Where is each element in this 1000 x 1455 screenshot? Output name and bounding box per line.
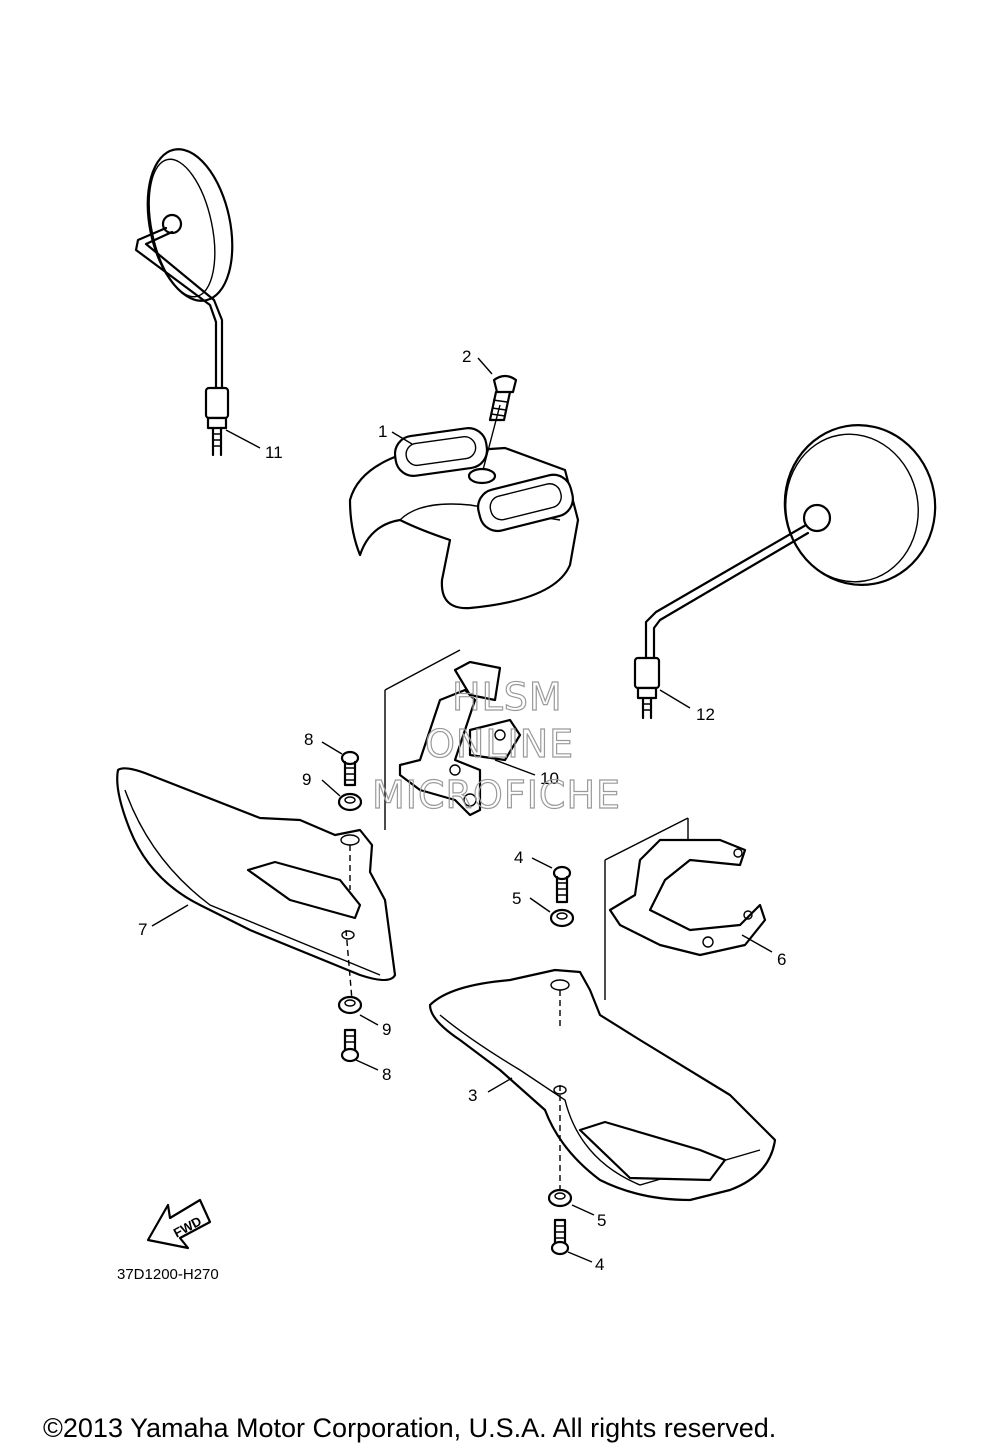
watermark: HLSM ONLINE MICROFICHE <box>371 674 621 817</box>
callout-1: 1 <box>378 422 387 441</box>
callout-4-top: 4 <box>514 848 523 867</box>
callout-10: 10 <box>540 769 559 788</box>
callout-9-bottom: 9 <box>382 1020 391 1039</box>
front-cover <box>348 427 580 610</box>
callout-8-top: 8 <box>304 730 313 749</box>
side-cover-7 <box>116 767 397 1001</box>
bracket-10 <box>384 649 522 830</box>
callout-2: 2 <box>462 347 471 366</box>
watermark-line-2: ONLINE <box>425 722 574 766</box>
bolt-4-bottom <box>550 1218 570 1256</box>
washer-9-top <box>337 792 363 812</box>
callout-5-top: 5 <box>512 889 521 908</box>
diagram-code: 37D1200-H270 <box>117 1266 219 1283</box>
bolt-8-top <box>340 750 360 787</box>
bracket-6 <box>604 817 767 1000</box>
side-cover-3 <box>428 968 777 1202</box>
screw-2 <box>482 374 518 471</box>
leader-lines <box>151 357 773 1263</box>
callout-9-top: 9 <box>302 770 311 789</box>
callout-3: 3 <box>468 1086 477 1105</box>
bolt-8-bottom <box>340 1028 360 1063</box>
callout-6: 6 <box>777 950 786 969</box>
bolt-4-top <box>552 865 572 904</box>
mirror-left <box>134 148 234 457</box>
washer-5-top <box>549 908 575 928</box>
fwd-arrow: FWD <box>146 1198 212 1250</box>
callout-11: 11 <box>265 443 283 462</box>
copyright-notice: ©2013 Yamaha Motor Corporation, U.S.A. A… <box>43 1413 776 1443</box>
washer-5-bottom <box>547 1188 573 1208</box>
mirror-right <box>633 424 937 720</box>
callout-labels: 1 2 3 4 4 5 5 6 7 8 8 9 9 10 11 12 <box>138 347 786 1274</box>
callout-12: 12 <box>696 705 715 724</box>
watermark-line-1: HLSM <box>452 675 563 719</box>
callout-5-bottom: 5 <box>597 1211 606 1230</box>
callout-4-bottom: 4 <box>595 1255 604 1274</box>
washer-9-bottom <box>337 995 363 1015</box>
watermark-line-3: MICROFICHE <box>372 773 621 817</box>
callout-7: 7 <box>138 920 147 939</box>
callout-8-bottom: 8 <box>382 1065 391 1084</box>
